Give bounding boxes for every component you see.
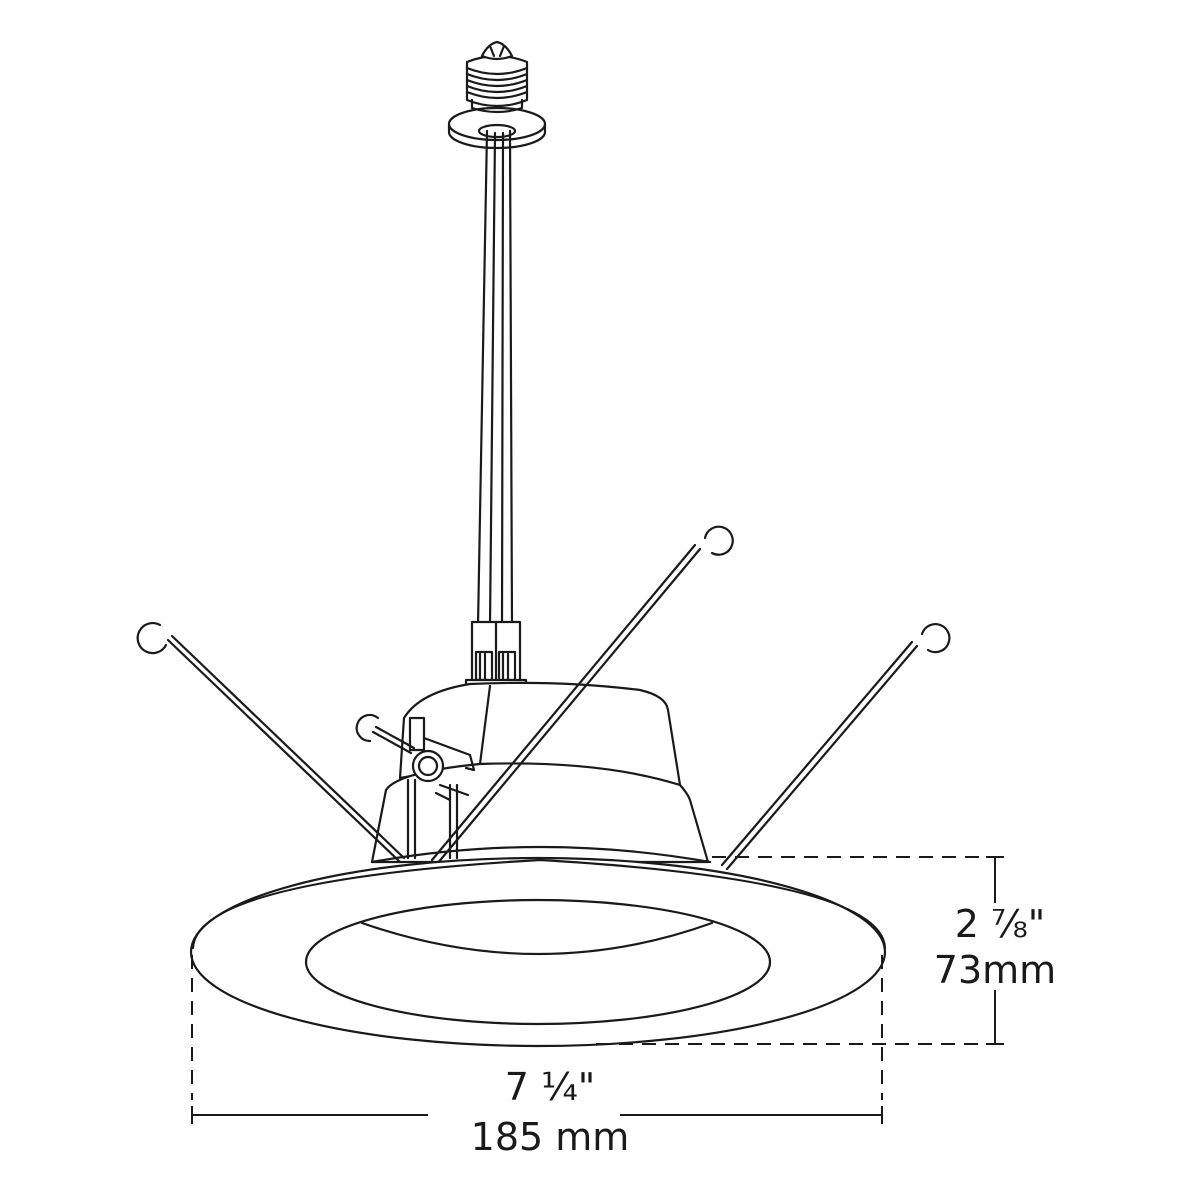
screw-base-icon	[447, 40, 547, 150]
diameter-dimension	[191, 955, 883, 1124]
height-dimension	[596, 856, 1004, 1045]
diameter-imperial-label: 7 ¼"	[504, 1065, 596, 1109]
trim-ring-icon	[189, 856, 887, 1048]
torsion-spring-icon	[136, 525, 951, 871]
lead-wires-icon	[476, 129, 514, 627]
height-metric-label: 73mm	[933, 948, 1057, 992]
connector-icon	[464, 620, 528, 687]
housing-icon	[370, 681, 712, 864]
diameter-metric-label: 185 mm	[470, 1115, 630, 1159]
height-imperial-label: 2 ⅞"	[954, 902, 1046, 946]
